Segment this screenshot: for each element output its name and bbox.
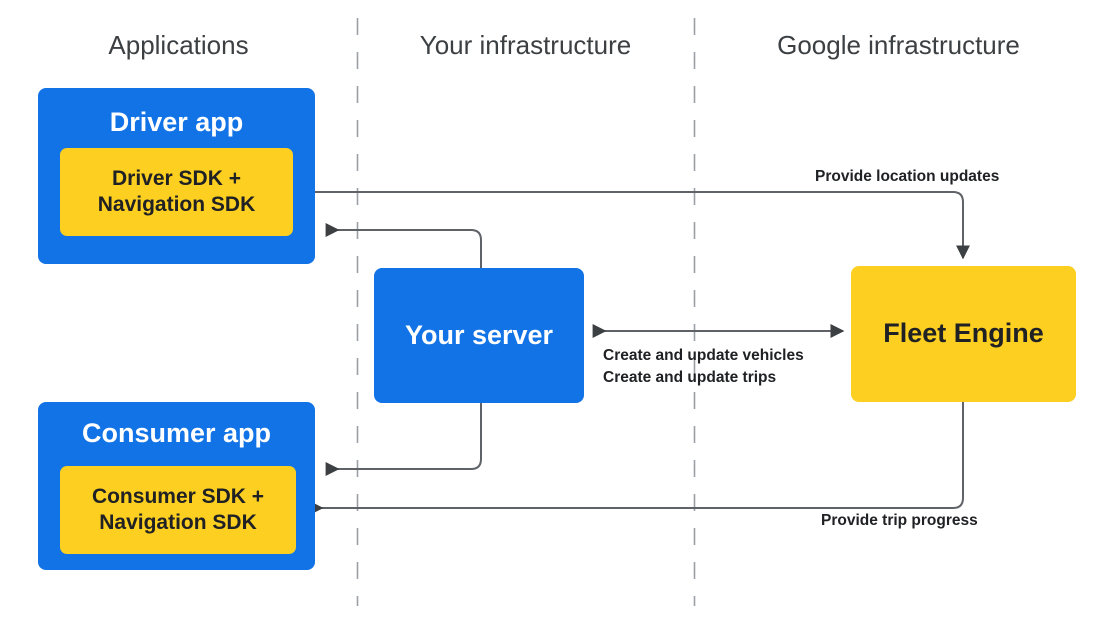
node-your-server-title: Your server [404, 319, 554, 350]
edge-server-to-consumer-app [325, 403, 482, 476]
edge-location-updates [296, 191, 970, 260]
column-heading-applications: Applications [108, 30, 249, 60]
edge-label-trip-progress: Provide trip progress [821, 512, 978, 529]
edge-trip-progress [309, 402, 964, 515]
edge-server-to-driver-app [325, 223, 482, 268]
node-driver-sdk[interactable]: Driver SDK + Navigation SDK [60, 148, 293, 236]
node-your-server[interactable]: Your server [374, 268, 584, 403]
node-fleet-engine[interactable]: Fleet Engine [851, 266, 1076, 402]
column-heading-your-infrastructure: Your infrastructure [419, 30, 632, 60]
node-consumer-sdk-label: Consumer SDK + Navigation SDK [91, 485, 265, 534]
node-driver-app-title: Driver app [109, 107, 244, 137]
edge-label-location-updates: Provide location updates [815, 168, 1000, 185]
node-fleet-engine-title: Fleet Engine [883, 318, 1044, 349]
node-driver-sdk-label: Driver SDK + Navigation SDK [97, 167, 256, 216]
column-heading-google-infrastructure: Google infrastructure [777, 30, 1020, 60]
node-consumer-sdk[interactable]: Consumer SDK + Navigation SDK [60, 466, 296, 554]
node-consumer-app-title: Consumer app [81, 418, 272, 448]
edge-label-create-update: Create and update vehicles Create and up… [603, 347, 804, 387]
